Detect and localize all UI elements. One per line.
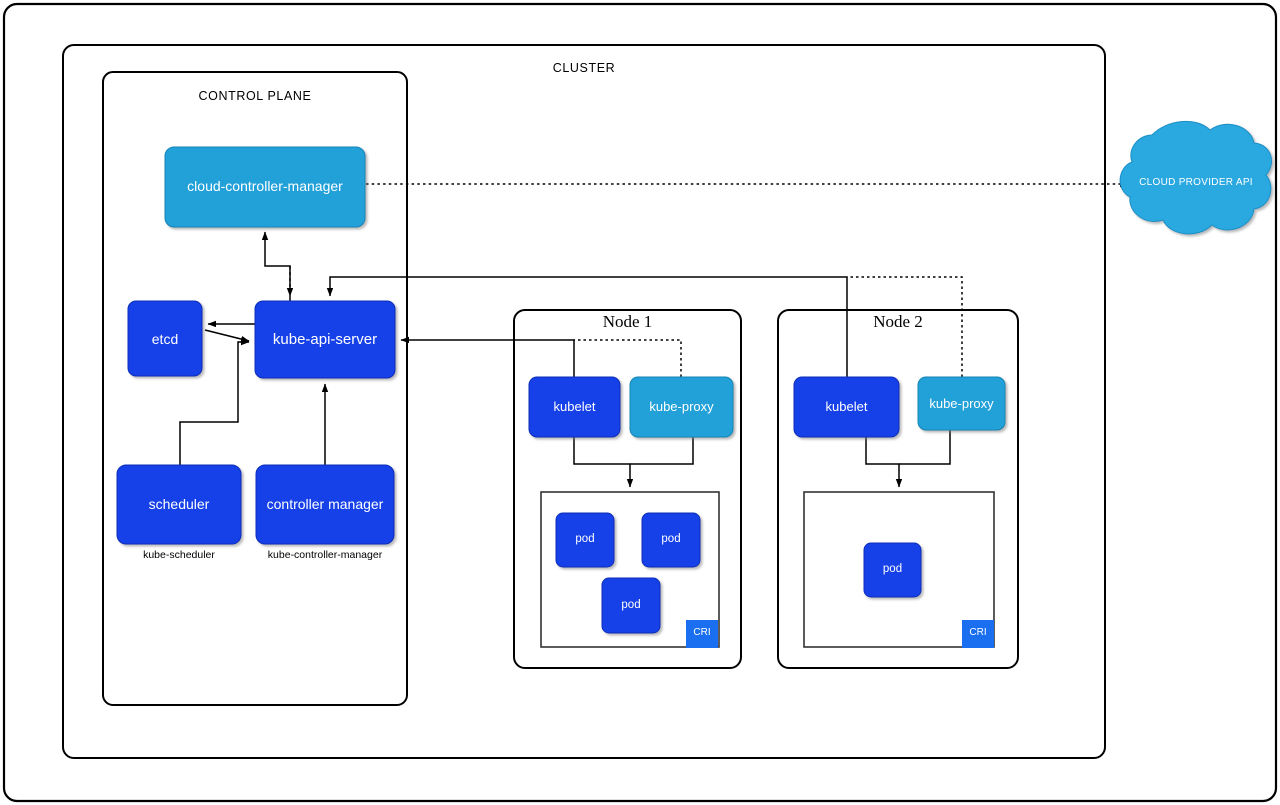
edge-node1-kubelet-to-pods [573, 437, 634, 488]
controller-manager-box[interactable] [255, 464, 395, 545]
etcd-box[interactable] [127, 300, 203, 377]
control-plane-frame [102, 71, 408, 706]
node-2-kube-proxy-box[interactable] [917, 376, 1006, 431]
kube-controller-manager-caption: kube-controller-manager [267, 549, 383, 561]
node-1-kubelet-box[interactable] [528, 376, 621, 438]
edge-node2-kubelet-to-pods [865, 437, 903, 488]
node-2-pod-container [803, 491, 995, 648]
node-2-kubelet-box[interactable] [793, 376, 900, 438]
kube-scheduler-caption: kube-scheduler [143, 549, 215, 561]
edge-node2-proxy-to-pods [899, 430, 951, 465]
node-1-pod-1[interactable] [555, 512, 615, 568]
node-1-kube-proxy-box[interactable] [629, 376, 734, 438]
node-2-frame [777, 309, 1019, 669]
node-1-cri-badge [686, 620, 718, 648]
scheduler-box[interactable] [116, 464, 242, 545]
node-2-cri-badge [962, 620, 994, 648]
edge-api-to-ccm [261, 231, 291, 301]
cluster-label: CLUSTER [552, 61, 616, 75]
node-1-pod-2[interactable] [641, 512, 701, 568]
cloud-controller-manager-box[interactable] [164, 146, 366, 228]
edge-etcd-to-api [204, 329, 250, 343]
edge-scheduler-to-api [179, 338, 250, 465]
edge-node1-kubelet-to-api [400, 336, 575, 377]
node-1-title: Node 1 [602, 312, 653, 331]
edge-node2-kubelet-to-api [326, 276, 848, 377]
edge-node1-proxy-to-api [574, 339, 682, 377]
node-2-pod-1[interactable] [863, 542, 922, 598]
node-2-title: Node 2 [873, 312, 923, 331]
node-1-frame [513, 309, 742, 669]
cloud-provider-api-shape [1119, 120, 1273, 235]
edge-node1-proxy-to-pods [630, 437, 694, 465]
control-plane-label: CONTROL PLANE [198, 89, 312, 103]
cluster-frame [62, 44, 1106, 759]
node-1-pod-container [540, 491, 720, 648]
edge-node2-proxy-to-api [847, 276, 963, 377]
node-1-pod-3[interactable] [601, 577, 661, 634]
kube-api-server-box[interactable] [254, 300, 396, 379]
